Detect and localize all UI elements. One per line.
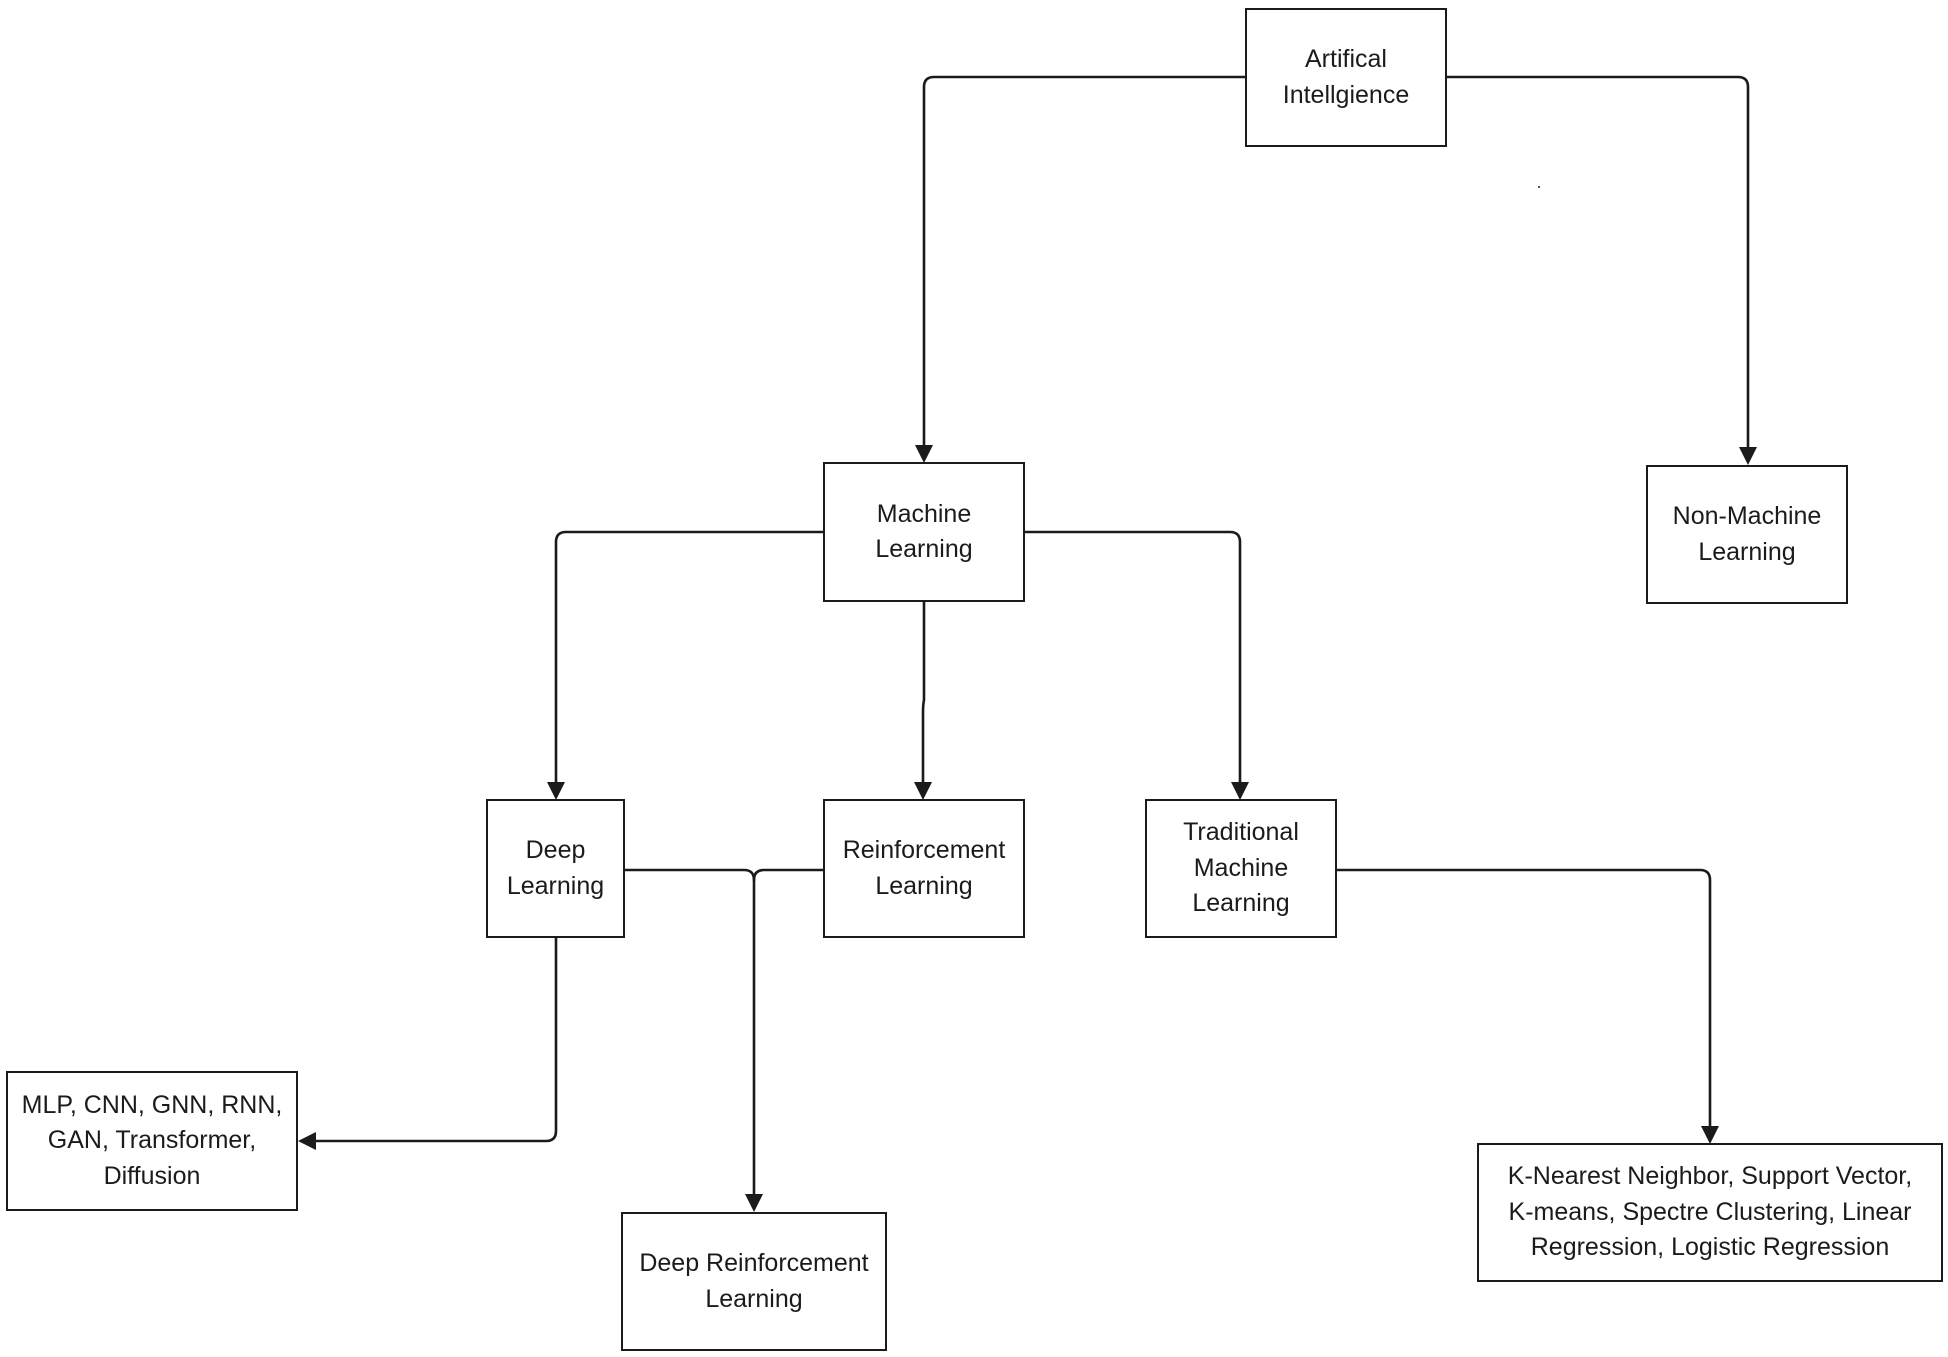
arrowhead-traditional-methods	[1701, 1126, 1719, 1144]
node-traditional-methods-label: K-Nearest Neighbor, Support Vector, K-me…	[1507, 1162, 1913, 1262]
arrowhead-non-machine-learning	[1739, 447, 1757, 465]
node-deep-learning[interactable]: Deep Learning	[486, 799, 625, 938]
node-deep-learning-models-label: MLP, CNN, GNN, RNN, GAN, Transformer, Di…	[21, 1090, 283, 1190]
node-reinforcement-learning[interactable]: Reinforcement Learning	[823, 799, 1025, 938]
edge-machine-learning-to-deep-learning	[554, 530, 825, 784]
stray-dot	[1538, 186, 1540, 188]
node-traditional-methods[interactable]: K-Nearest Neighbor, Support Vector, K-me…	[1477, 1143, 1943, 1282]
edge-machine-learning-to-traditional-ml	[1022, 530, 1242, 784]
edge-traditional-ml-to-methods	[1334, 868, 1712, 1128]
arrowhead-reinforcement-learning	[914, 782, 932, 800]
node-machine-learning-label: Machine Learning	[875, 499, 973, 564]
node-non-machine-learning[interactable]: Non-Machine Learning	[1646, 465, 1848, 604]
node-deep-reinforcement-learning[interactable]: Deep Reinforcement Learning	[621, 1212, 887, 1351]
node-traditional-machine-learning[interactable]: Traditional Machine Learning	[1145, 799, 1337, 938]
node-deep-learning-models[interactable]: MLP, CNN, GNN, RNN, GAN, Transformer, Di…	[6, 1071, 298, 1211]
arrowhead-models	[298, 1132, 316, 1150]
arrowhead-machine-learning	[915, 445, 933, 463]
node-deep-reinforcement-learning-label: Deep Reinforcement Learning	[639, 1249, 869, 1313]
edge-ai-to-machine-learning	[922, 75, 1247, 447]
node-machine-learning[interactable]: Machine Learning	[823, 462, 1025, 602]
edge-ai-to-non-machine-learning	[1445, 75, 1750, 449]
edge-machine-learning-to-reinforcement-learning	[921, 600, 926, 784]
arrowhead-traditional-ml	[1231, 782, 1249, 800]
node-artificial-intelligence[interactable]: Artifical Intellgience	[1245, 8, 1447, 147]
node-traditional-machine-learning-label: Traditional Machine Learning	[1183, 818, 1299, 918]
edge-reinforcement-learning-to-deep-rl	[752, 868, 825, 882]
arrowhead-deep-rl	[745, 1194, 763, 1212]
node-deep-learning-label: Deep Learning	[506, 836, 605, 900]
arrowhead-deep-learning	[547, 782, 565, 800]
node-non-machine-learning-label: Non-Machine Learning	[1672, 502, 1822, 566]
node-reinforcement-learning-label: Reinforcement Learning	[842, 836, 1006, 900]
edge-deep-learning-to-deep-rl	[622, 868, 756, 1196]
node-artificial-intelligence-label: Artifical Intellgience	[1282, 45, 1410, 109]
edge-deep-learning-to-models	[314, 936, 558, 1143]
